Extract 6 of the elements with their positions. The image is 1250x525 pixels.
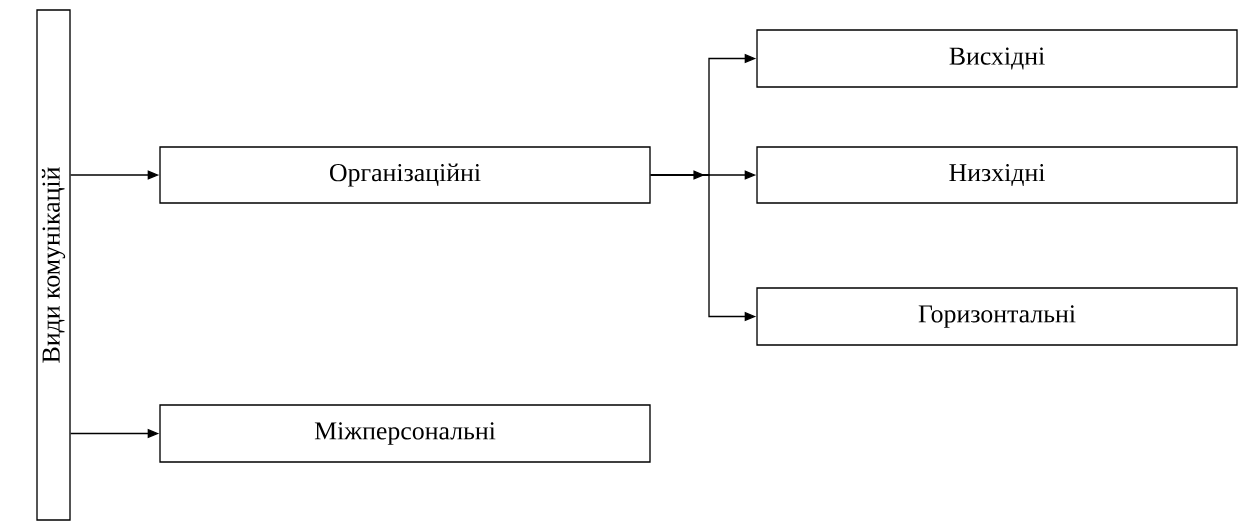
process-box: Висхідні [756,29,1238,88]
process-box: Горизонтальні [756,287,1238,346]
category-box: Види комунікацій [36,9,71,521]
process-box: Організаційні [159,146,651,204]
process-box: Низхідні [756,146,1238,204]
process-box: Міжперсональні [159,404,651,463]
